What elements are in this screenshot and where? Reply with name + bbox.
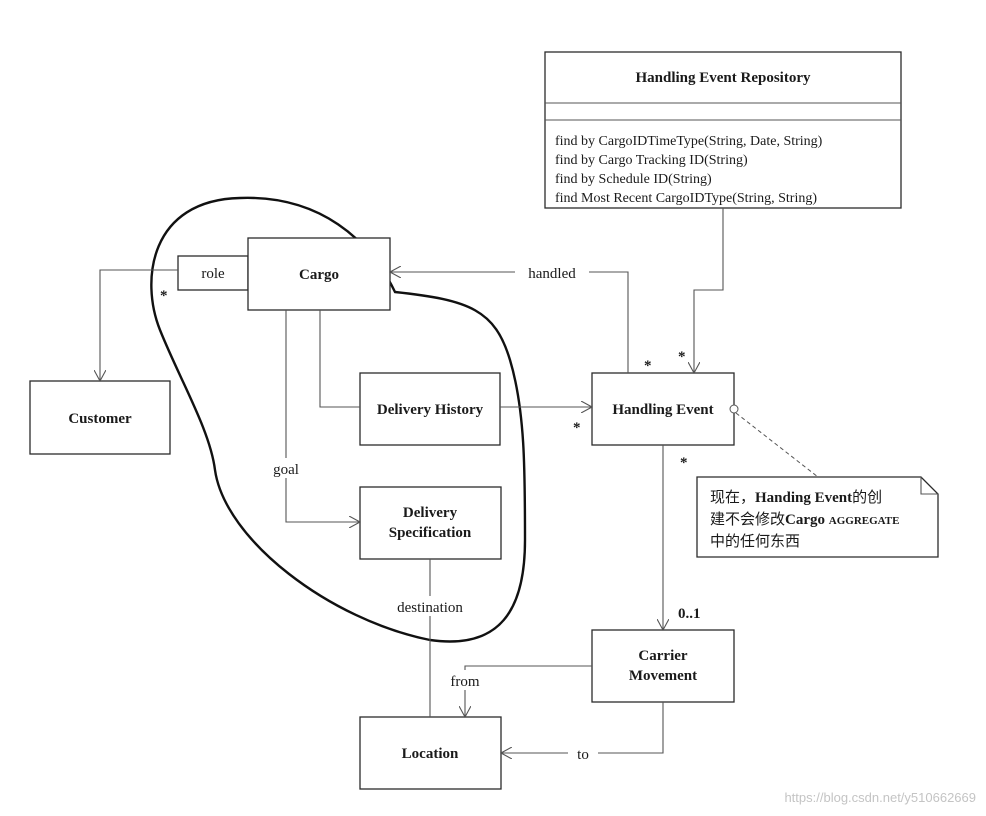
note-line-3: 中的任何东西 [710,533,800,550]
destination-label: destination [397,600,463,616]
note-box: 现在，Handing Event的创 建不会修改Cargo Aggregate … [696,476,939,558]
delivery-history-title: Delivery History [377,402,484,418]
handled-association [390,272,629,373]
goal-association [285,310,360,522]
carrier-movement-title-line2: Movement [629,668,697,684]
to-label-bg [568,743,598,763]
cargo-aggregate-boundary [150,196,527,643]
handled-label: handled [528,266,576,282]
role-qualifier: role [177,255,249,291]
cargo-title: Cargo [299,267,339,283]
cargo-customer-association [100,269,178,381]
goal-label: goal [273,462,299,478]
goal-label-bg [264,458,308,478]
delivery-spec-title-line1: Delivery [403,505,458,521]
repository-multiplicity: * [678,349,686,365]
from-label-bg [441,670,489,690]
repository-title: Handling Event Repository [635,70,811,86]
repository-association [694,208,724,373]
repository-method: find by Cargo Tracking ID(String) [555,153,748,168]
handling-event-repository-class[interactable]: Handling Event Repository find by CargoI… [544,51,902,209]
carrier-movement-class[interactable]: Carrier Movement [591,629,735,703]
to-association [501,702,664,753]
cargo-class[interactable]: Cargo [247,237,391,311]
repository-method: find by CargoIDTimeType(String, Date, St… [555,134,823,149]
handling-event-class[interactable]: Handling Event [591,372,735,446]
destination-label-bg [387,596,473,616]
carrier-star-multiplicity: * [680,455,688,471]
customer-multiplicity: * [160,288,168,304]
note-line-1: 现在，Handing Event的创 [710,489,882,506]
carrier-movement-title-line1: Carrier [638,648,687,664]
repository-method: find by Schedule ID(String) [555,172,712,187]
watermark-text: https://blog.csdn.net/y510662669 [784,790,976,805]
delivery-specification-class[interactable]: Delivery Specification [359,486,502,560]
handled-multiplicity: * [644,358,652,374]
from-association [465,665,592,717]
customer-class[interactable]: Customer [29,380,171,455]
delivery-spec-title-line2: Specification [389,525,472,541]
customer-title: Customer [68,411,132,427]
note-line-2: 建不会修改Cargo Aggregate [710,511,899,528]
handled-label-bg [515,262,589,282]
delivery-history-class[interactable]: Delivery History [359,372,501,446]
history-multiplicity: * [573,420,581,436]
location-class[interactable]: Location [359,716,502,790]
location-title: Location [402,746,459,762]
from-label: from [450,674,479,690]
note-anchor-circle [729,404,739,414]
to-label: to [577,747,589,763]
repository-method: find Most Recent CargoIDType(String, Str… [555,191,817,206]
carrier-one-multiplicity: 0..1 [678,606,701,622]
handling-event-title: Handling Event [612,402,713,418]
role-label: role [201,266,225,282]
cargo-history-composition [319,310,360,408]
note-connector [735,412,819,478]
